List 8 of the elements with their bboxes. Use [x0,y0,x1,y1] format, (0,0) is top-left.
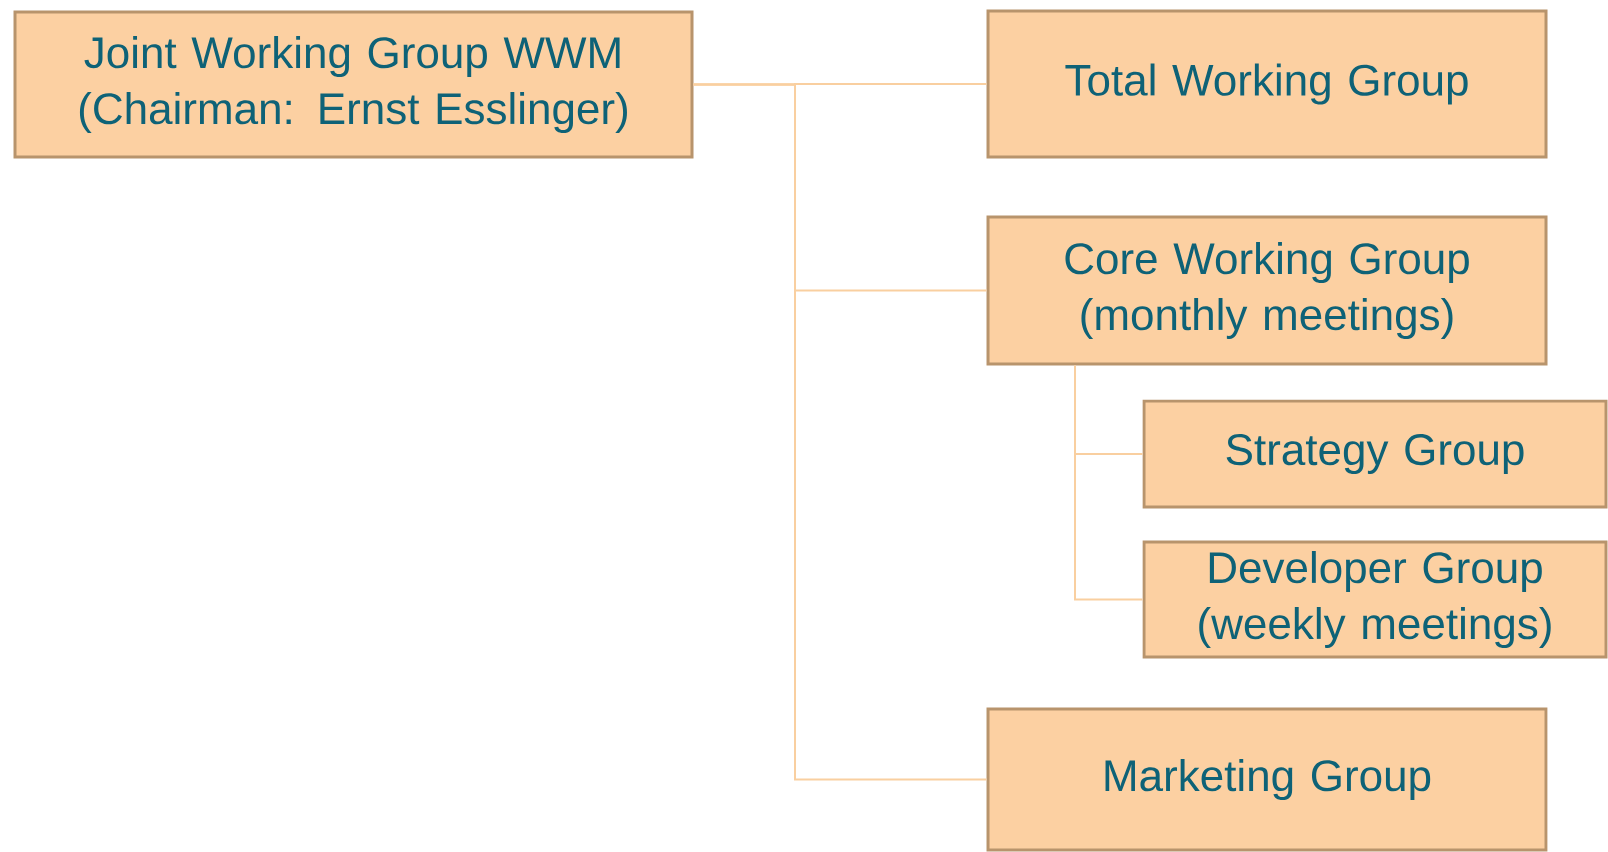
group-box: Core Working Group (monthly meetings) [986,215,1548,366]
connector-line [692,83,988,781]
group-box: Developer Group (weekly meetings) [1142,540,1608,659]
connector-line [1074,364,1144,601]
group-box: Total Working Group [986,9,1548,159]
group-box: Strategy Group [1142,399,1608,509]
group-box: Joint Working Group WWM (Chairman: Ernst Esslinger) [13,10,694,159]
group-box: Marketing Group [986,707,1548,852]
